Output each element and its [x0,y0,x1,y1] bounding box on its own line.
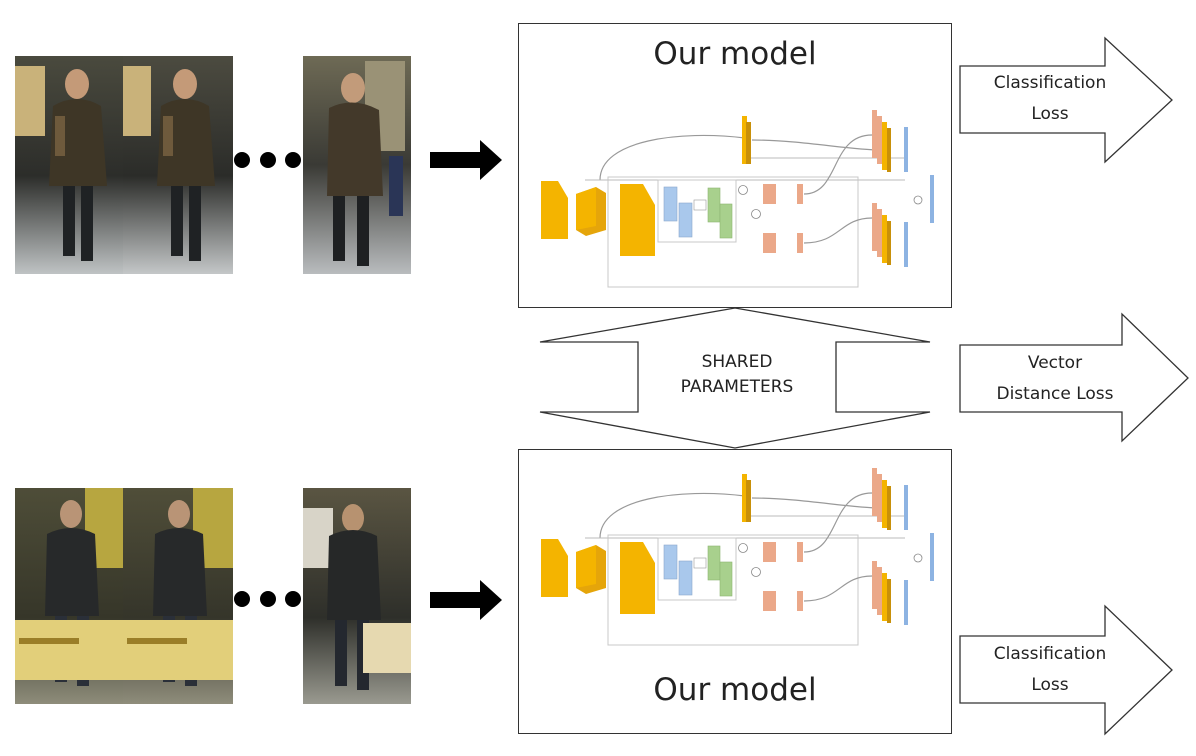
shared-parameters-arrow-icon [539,307,931,449]
top-frame-1-person [15,56,123,274]
top-loss-line2: Loss [1031,104,1069,124]
bottom-frame-last-person [303,488,411,704]
vector-loss-line2: Distance Loss [996,384,1114,404]
bottom-frame-2-person [123,488,233,704]
bottom-loss-line2: Loss [1031,675,1069,695]
top-frame-2-person [123,56,233,274]
bottom-sequence-frame-1 [15,488,123,704]
bottom-sequence-frame-last [303,488,411,704]
bottom-model-box [518,449,952,734]
bottom-frame-1-person [15,488,123,704]
bottom-architecture-drawing [540,467,935,646]
vector-loss-line1: Vector [1027,353,1083,373]
bottom-sequence-frame-2 [123,488,233,704]
top-sequence-frame-1 [15,56,123,274]
top-frame-last-person [303,56,411,274]
top-classification-loss-label: Classification Loss [962,68,1138,130]
shared-parameters-label: SHARED PARAMETERS [638,350,836,400]
bottom-loss-line1: Classification [993,644,1107,664]
shared-label-line2: PARAMETERS [680,377,794,397]
vector-distance-loss-label: Vector Distance Loss [962,348,1148,410]
top-sequence-frame-last [303,56,411,274]
bottom-input-arrow-icon [430,580,502,620]
top-ellipsis-dots-icon [234,152,301,168]
top-loss-line1: Classification [993,73,1107,93]
bottom-classification-loss-arrow-icon [959,604,1173,736]
top-model-title: Our model [653,36,817,72]
top-sequence-frame-2 [123,56,233,274]
shared-label-line1: SHARED [701,352,773,372]
bottom-model-title: Our model [653,672,817,708]
top-classification-loss-arrow-icon [959,36,1173,164]
vector-distance-loss-arrow-icon [959,312,1189,443]
bottom-ellipsis-dots-icon [234,591,301,607]
top-input-arrow-icon [430,140,502,180]
bottom-classification-loss-label: Classification Loss [962,639,1138,701]
top-architecture-drawing [540,109,935,288]
